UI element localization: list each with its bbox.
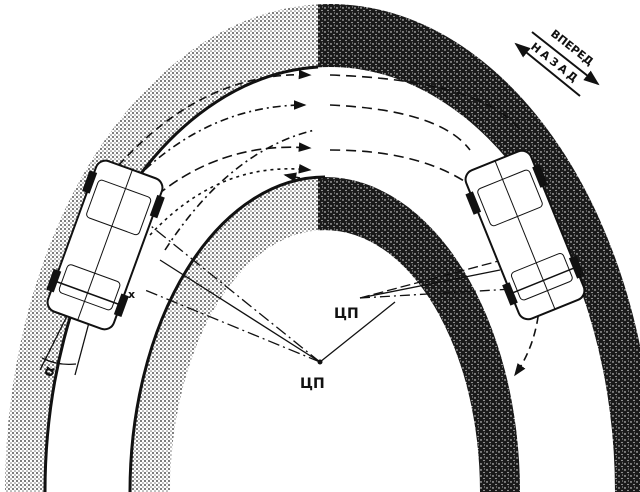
inner-ring bbox=[128, 175, 520, 492]
trajectories bbox=[109, 69, 541, 377]
right-car bbox=[464, 149, 586, 321]
turn-center-point bbox=[317, 359, 323, 365]
point-mark-label: x bbox=[128, 288, 135, 301]
direction-indicator: ВПЕРЕД НАЗАД bbox=[514, 27, 600, 97]
turn-center-label-2: ЦП bbox=[334, 306, 359, 322]
turn-center-label-1: ЦП bbox=[300, 376, 325, 392]
left-car bbox=[46, 159, 165, 331]
